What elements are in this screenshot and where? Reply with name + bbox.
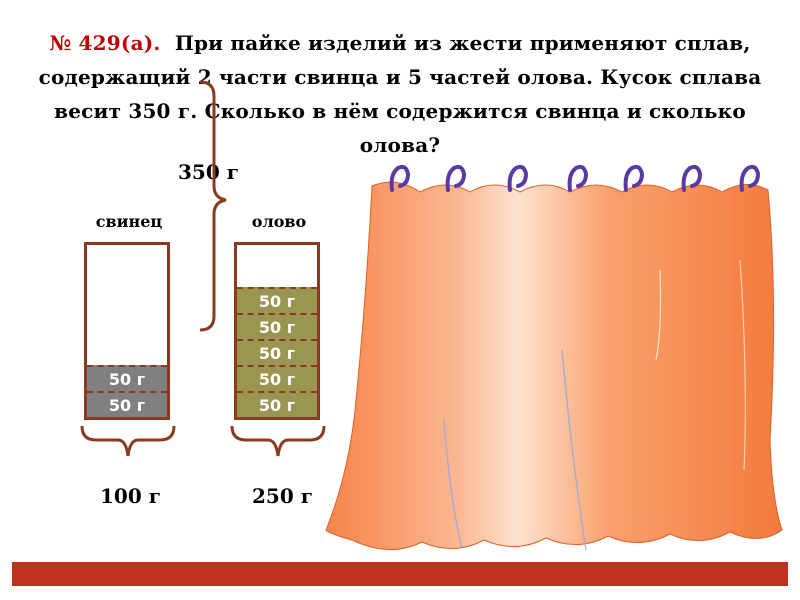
curtain-ring [507, 164, 529, 192]
curtain-fold [655, 269, 662, 361]
lead-brace [80, 425, 176, 457]
tin-part: 50 г [237, 287, 317, 313]
curtain-ring [567, 164, 589, 192]
tin-part: 50 г [237, 391, 317, 417]
tin-fill: 50 г 50 г 50 г 50 г 50 г [237, 287, 317, 417]
curtain-fold [739, 259, 746, 471]
curtain-ring [445, 164, 467, 192]
curtain-ring [739, 164, 761, 192]
lead-answer: 100 г [100, 484, 161, 508]
total-weight-label: 350 г [178, 160, 239, 184]
lead-part: 50 г [87, 391, 167, 417]
lead-part: 50 г [87, 365, 167, 391]
curtain-ring [389, 164, 411, 192]
tin-brace [230, 425, 326, 457]
tin-part: 50 г [237, 313, 317, 339]
curtain-fold [443, 419, 463, 549]
curtain-fold [561, 349, 587, 551]
problem-text: При пайке изделий из жести применяют спл… [38, 31, 762, 157]
curtain-rings [389, 164, 761, 192]
curtain [325, 181, 783, 551]
problem-number: № 429(а). [49, 31, 161, 55]
problem-statement: № 429(а). При пайке изделий из жести при… [20, 26, 780, 162]
total-brace [199, 80, 227, 332]
tin-part: 50 г [237, 365, 317, 391]
lead-label: свинец [95, 212, 163, 231]
curtain-ring [681, 164, 703, 192]
tin-answer: 250 г [252, 484, 313, 508]
curtain-ring [623, 164, 645, 192]
tin-label: олово [251, 212, 307, 231]
bottom-bar [12, 562, 788, 586]
lead-jar: 50 г 50 г [84, 242, 170, 420]
tin-jar: 50 г 50 г 50 г 50 г 50 г [234, 242, 320, 420]
lead-fill: 50 г 50 г [87, 365, 167, 417]
tin-part: 50 г [237, 339, 317, 365]
